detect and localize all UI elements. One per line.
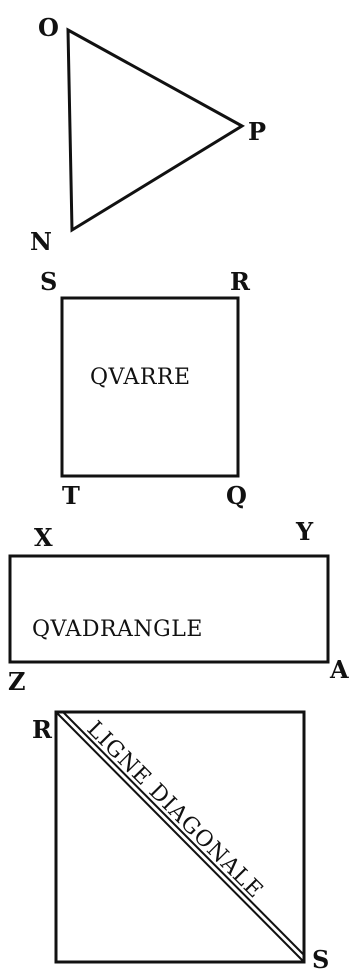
diagonal-label-r: R [32, 715, 53, 744]
rectangle-figure: X Y Z A QVADRANGLE [8, 517, 349, 696]
square-caption: QVARRE [90, 365, 191, 390]
rectangle-label-a: A [329, 655, 349, 684]
diagonal-label-s: S [312, 945, 329, 970]
triangle-label-p: P [248, 117, 266, 146]
rectangle-outline [8, 554, 330, 664]
diagonal-line-inner [62, 711, 305, 956]
square-label-t: T [62, 481, 80, 510]
square-outline [60, 296, 240, 478]
square-figure: S R T Q QVARRE [40, 267, 251, 510]
rectangle-label-x: X [34, 523, 53, 552]
square-label-s: S [40, 267, 57, 296]
diagonal-line-outer [55, 711, 305, 963]
square-label-q: Q [226, 481, 247, 510]
triangle-outline [66, 27, 245, 233]
square-label-r: R [230, 267, 251, 296]
triangle-figure: O P N [30, 13, 266, 256]
triangle-label-n: N [30, 227, 52, 256]
rectangle-caption: QVADRANGLE [32, 617, 203, 642]
rectangle-label-z: Z [8, 667, 26, 696]
diagonal-caption: LIGNE DIAGONALE [82, 717, 268, 904]
rectangle-label-y: Y [295, 517, 314, 546]
diagonal-square-figure: R S LIGNE DIAGONALE [32, 710, 329, 970]
triangle-label-o: O [38, 13, 59, 42]
diagonal-square-outline [54, 710, 306, 964]
